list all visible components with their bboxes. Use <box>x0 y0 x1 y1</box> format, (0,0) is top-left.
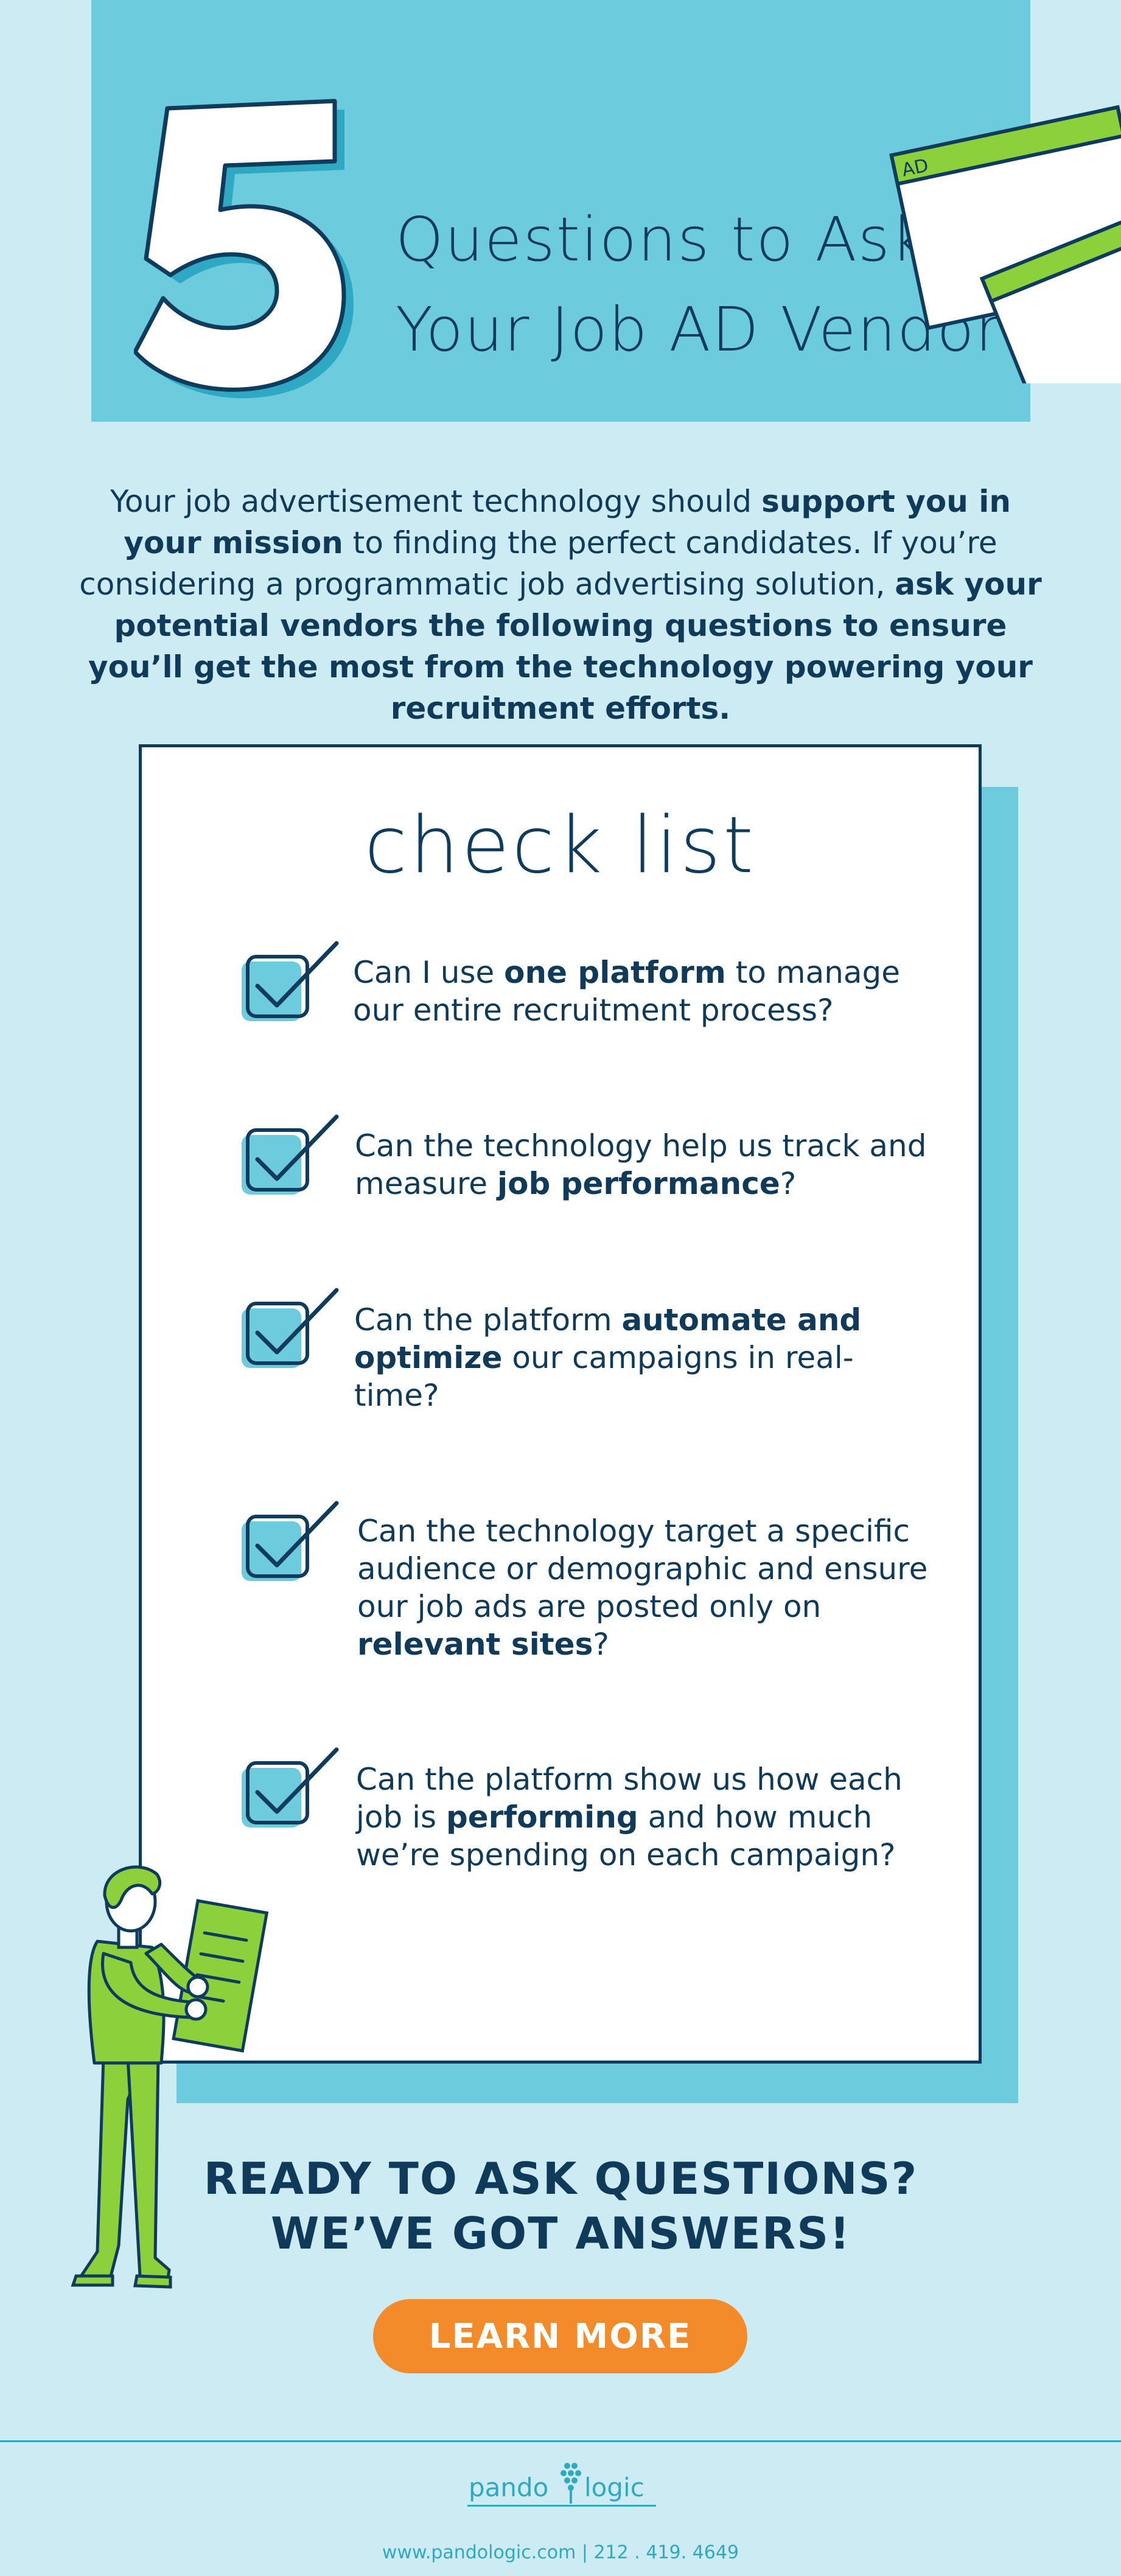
checklist-item-4: Can the technology target a specific aud… <box>357 1512 941 1663</box>
checkbox-icon <box>242 941 339 1021</box>
header-title: Questions to Ask Your Job AD Vendor <box>396 195 1065 375</box>
checkbox-icon <box>242 1114 339 1195</box>
intro-part2: to finding the perfect candidates. If yo… <box>79 525 997 602</box>
cta-line2: WE’VE GOT ANSWERS! <box>271 2208 851 2259</box>
cta-heading: READY TO ASK QUESTIONS? WE’VE GOT ANSWER… <box>91 2151 1030 2261</box>
item-5-bold: performing <box>445 1799 638 1835</box>
ad-window-graphic: AD <box>889 105 1121 383</box>
logo-text-left: pando <box>469 2473 548 2502</box>
number-five-graphic: 5 <box>134 99 354 399</box>
logo-text-right: logic <box>584 2473 644 2502</box>
intro-paragraph: Your job advertisement technology should… <box>79 481 1042 729</box>
footer-divider <box>0 2440 1121 2442</box>
intro-bold2: ask your potential vendors the following… <box>88 567 1042 726</box>
checklist-item-3: Can the platform automate and optimize o… <box>354 1301 878 1414</box>
item-4-text: Can the technology target a specific aud… <box>357 1513 928 1624</box>
item-1-bold: one platform <box>504 955 726 990</box>
item-4-bold: relevant sites <box>357 1627 593 1662</box>
item-2-bold: job performance <box>497 1166 780 1201</box>
item-2-text: Can the technology help us track and mea… <box>355 1128 927 1201</box>
checkbox-icon <box>242 1747 339 1827</box>
item-4-text-end: ? <box>593 1627 609 1662</box>
learn-more-button[interactable]: LEARN MORE <box>373 2299 747 2373</box>
item-3-text-end: our campaigns in real-time? <box>354 1340 854 1413</box>
checkbox-icon <box>242 1288 339 1368</box>
cta-line1: READY TO ASK QUESTIONS? <box>203 2153 918 2204</box>
item-3-bold: automate and optimize <box>354 1302 862 1375</box>
checkbox-icon <box>242 1501 339 1581</box>
item-1-text: Can I use <box>353 955 505 990</box>
checklist-item-2: Can the technology help us track and mea… <box>355 1127 933 1202</box>
item-2-text-end: ? <box>780 1166 797 1201</box>
item-3-text: Can the platform <box>354 1302 622 1338</box>
header-title-line1: Questions to Ask <box>396 204 927 275</box>
checklist-item-1: Can I use one platform to manage our ent… <box>353 954 931 1029</box>
item-1-text-end: to manage our entire recruitment process… <box>353 955 901 1028</box>
item-5-text: Can the platform show us how each job is <box>356 1762 903 1835</box>
logo-tree-icon <box>560 2463 581 2504</box>
footer-contact[interactable]: www.pandologic.com | 212 . 419. 4649 <box>382 2542 739 2563</box>
item-5-text-end: and how much we’re spending on each camp… <box>356 1799 896 1873</box>
intro-bold1: support you in your mission <box>124 484 1011 560</box>
intro-part1: Your job advertisement technology should <box>110 484 762 519</box>
checklist-title: check list <box>364 800 756 891</box>
pandologic-logo[interactable]: pando logic <box>463 2459 663 2513</box>
header-title-line2: Your Job AD Vendor <box>396 294 1002 365</box>
checklist-item-5: Can the platform show us how each job is… <box>356 1761 940 1874</box>
person-reading-illustration <box>71 1865 269 2289</box>
